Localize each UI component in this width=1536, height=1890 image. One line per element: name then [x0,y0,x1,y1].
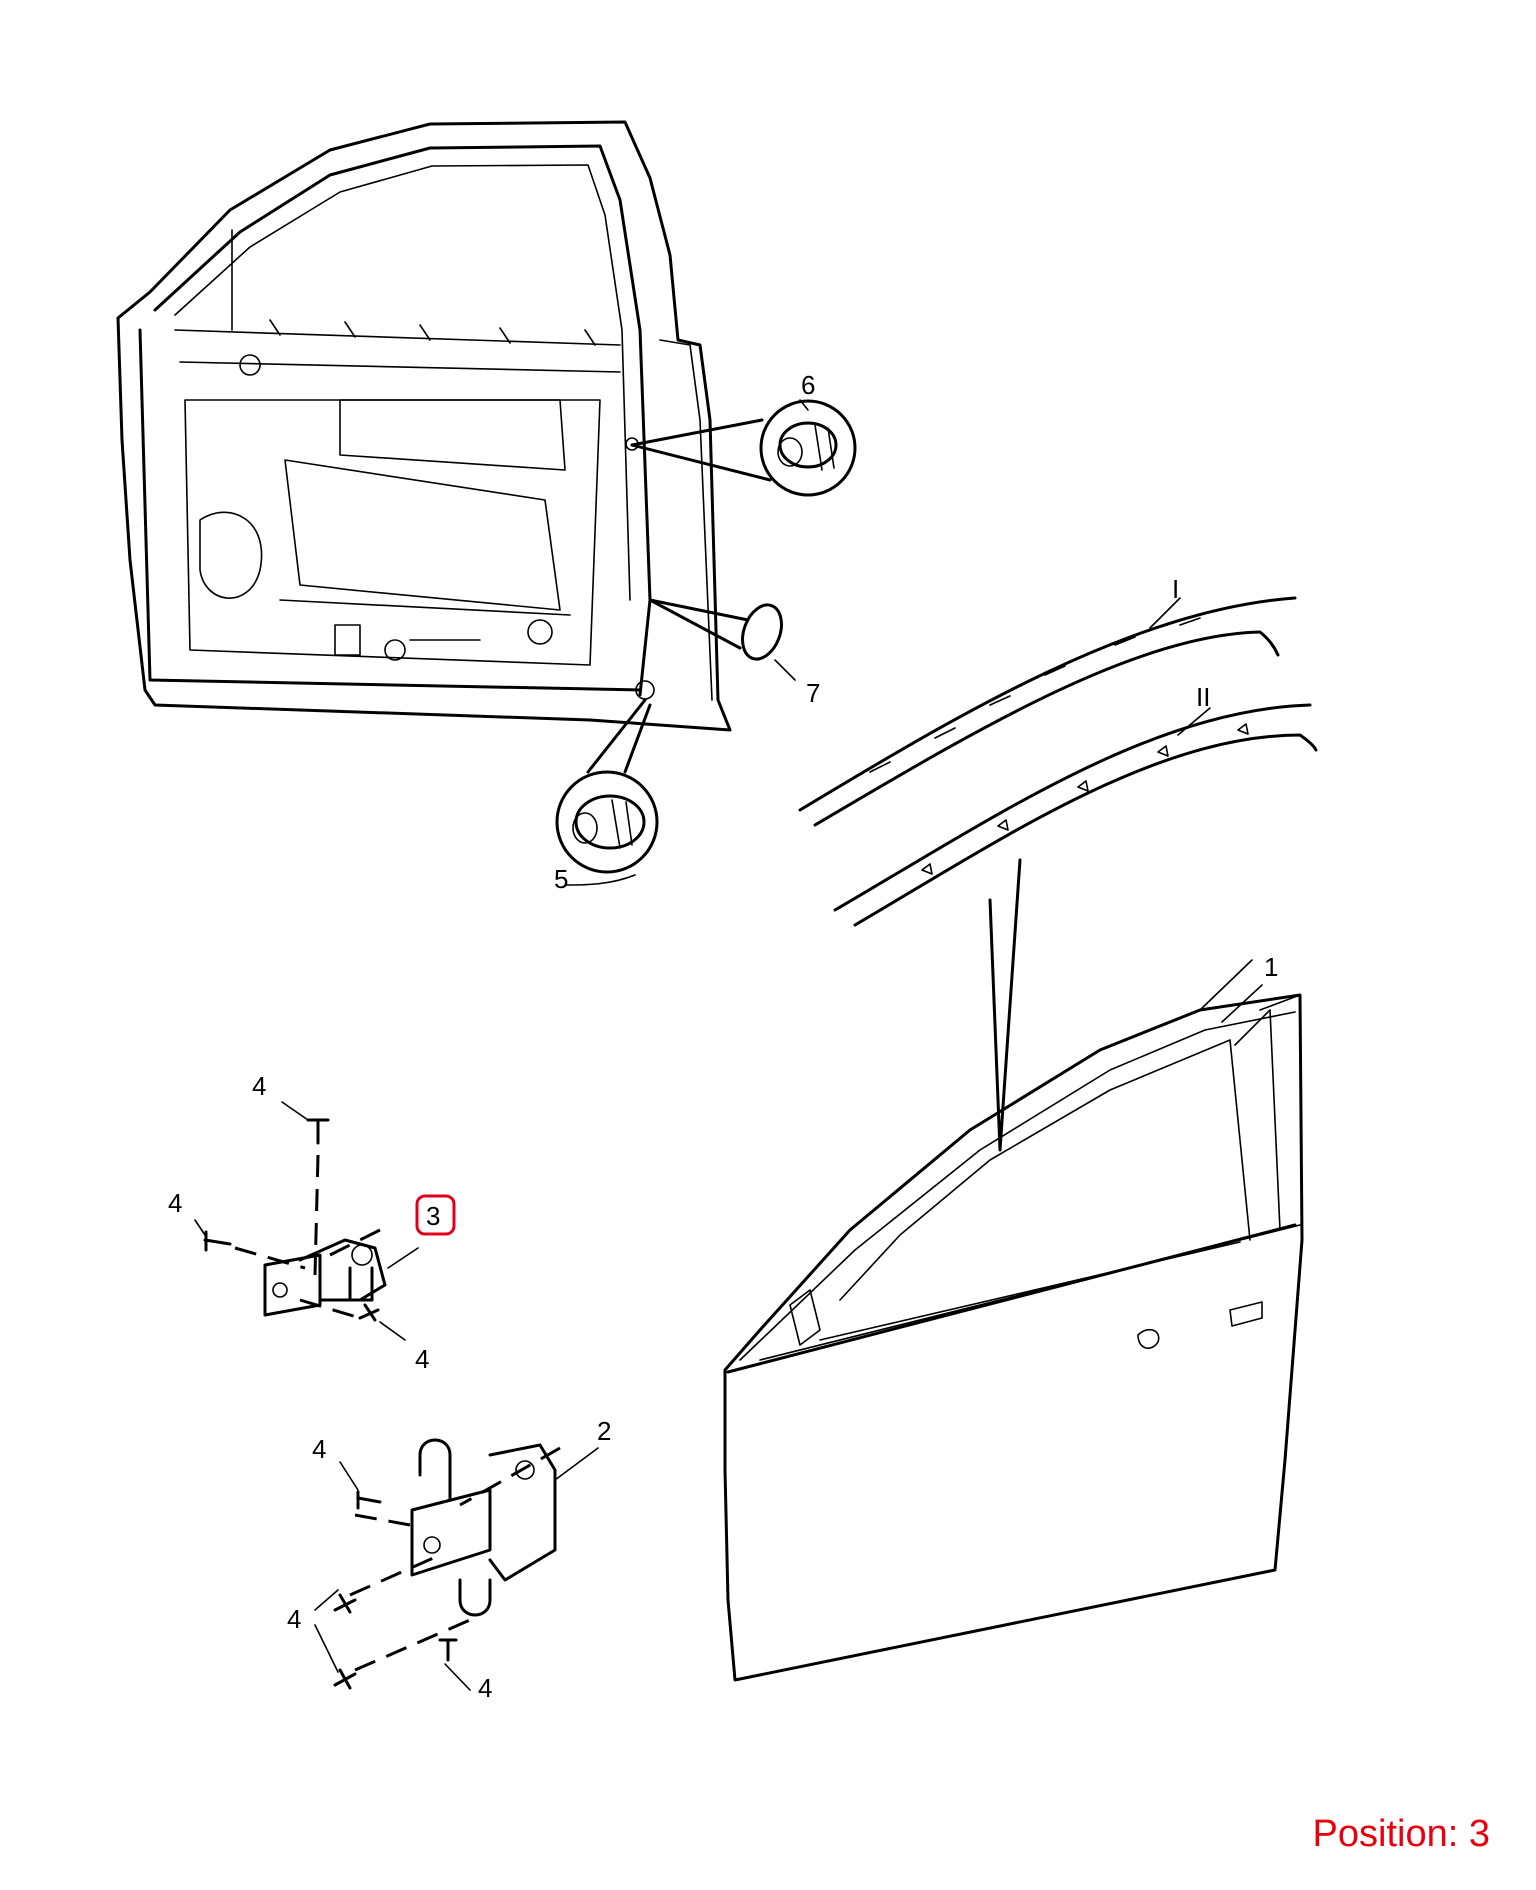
weatherstrip-rails [798,596,1318,1152]
callout-rail-II: II [1196,682,1210,712]
callout-4-lower-top: 4 [312,1434,326,1464]
callout-7: 7 [806,678,820,708]
callout-4-top: 4 [252,1071,266,1101]
callout-1: 1 [1264,952,1278,982]
oval-detail-7 [648,598,796,681]
callout-2: 2 [597,1416,611,1446]
plug-detail-6 [630,399,857,497]
upper-hinge [203,1118,387,1322]
callout-5: 5 [554,864,568,894]
plug-detail-5 [555,698,659,874]
callout-4-right: 4 [415,1344,429,1374]
callout-4-lower-left: 4 [287,1604,301,1634]
door-outer-panel [723,959,1304,1682]
position-caption: Position: 3 [1312,1813,1490,1855]
callout-3: 3 [426,1201,440,1231]
callout-rail-I: I [1172,574,1179,604]
lower-hinge [333,1438,561,1690]
callout-3-highlight-box [415,1194,456,1236]
leader-lines [194,399,1263,1691]
callout-6: 6 [801,370,815,400]
door-inner-frame [116,120,732,732]
callout-4-left: 4 [168,1188,182,1218]
callout-4-lower-bottom: 4 [478,1673,492,1703]
